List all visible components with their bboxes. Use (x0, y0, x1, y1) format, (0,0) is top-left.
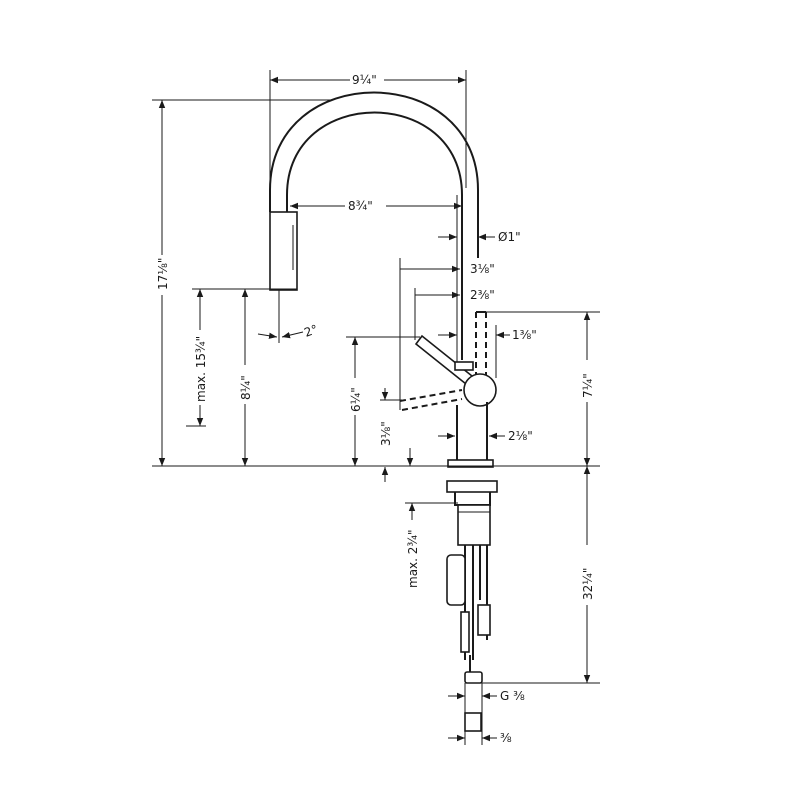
dim-spout-reach: 8¾" (348, 199, 373, 213)
dim-handle-reach: 3⅛" (470, 262, 495, 276)
mounting-flange (446, 480, 498, 493)
dim-max-clearance: max. 15¾" (194, 336, 208, 402)
spout-outer (269, 91, 479, 235)
dim-body-height: 7¼" (581, 373, 595, 398)
handle-hub (463, 373, 497, 407)
dim-total-height: 17⅛" (156, 258, 170, 290)
dim-spray-angle: 2° (302, 322, 320, 340)
threaded-shank (457, 504, 491, 546)
dim-spout-diameter: Ø1" (498, 230, 521, 244)
dim-handle-height: 6¼" (349, 387, 363, 412)
dimension-lines (152, 70, 600, 745)
dim-body-width: 2⅛" (508, 429, 533, 443)
dim-max-deck-thickness: max. 2¾" (406, 529, 420, 588)
hose-nut (464, 671, 483, 684)
lever-lowered-outline (399, 389, 463, 411)
connector-fitting (464, 712, 482, 732)
dim-handle-reach-closed: 2⅜" (470, 288, 495, 302)
dim-connection-thread: G ⅜ (500, 689, 525, 703)
dim-spout-height: 8¼" (239, 375, 253, 400)
faucet-outline (269, 91, 600, 732)
dim-spout-reach-total: 9¼" (352, 73, 377, 87)
base-plate (447, 459, 494, 468)
spout-inner (286, 111, 463, 360)
lever-handle (414, 334, 474, 386)
dim-connection-size: ⅜ (500, 731, 512, 745)
dimension-labels: 9¼" 8¾" Ø1" 3⅛" 2⅜" 1⅜" 2⅛" 17⅛" max. 15… (156, 73, 595, 745)
dim-handle-offset: 1⅜" (512, 328, 537, 342)
faucet-body (456, 402, 488, 460)
dim-handle-low-height: 3⅛" (379, 421, 393, 446)
hose-clip (446, 554, 466, 606)
dim-hose-length: 32¼" (581, 568, 595, 600)
